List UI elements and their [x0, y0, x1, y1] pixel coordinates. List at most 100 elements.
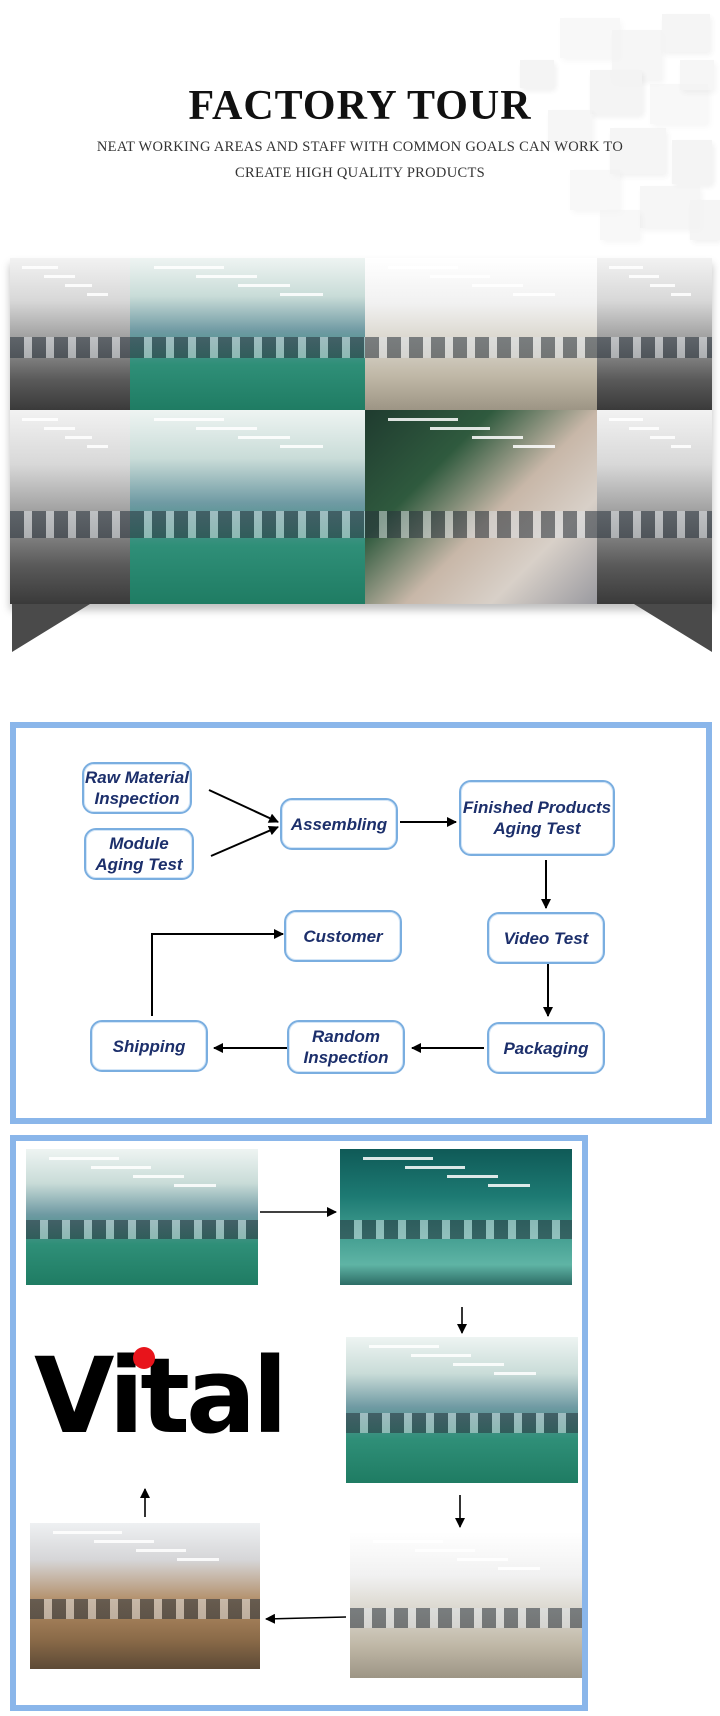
flow-arrows [151, 789, 553, 1053]
photo-light-fixture [153, 418, 224, 421]
ribbon-fold-left [12, 604, 90, 652]
photo-assembly-hall-grayscale [10, 258, 130, 410]
photo-light-fixture [446, 1175, 498, 1178]
production-process-section: Vital [10, 1135, 588, 1711]
photo-light-fixture [494, 1372, 537, 1375]
photo-light-fixture [629, 275, 660, 278]
photo-light-fixture [22, 266, 58, 269]
photo-workbench-row [346, 1412, 578, 1434]
photo-light-fixture [410, 1354, 472, 1357]
process-arrow-left [265, 1613, 347, 1624]
photo-workbench-row [597, 337, 712, 359]
photo-light-fixture [373, 1540, 443, 1543]
factory-photo-gallery [10, 258, 712, 604]
brand-logo-text: Vital [34, 1335, 288, 1457]
photo-workbench-row [10, 337, 130, 359]
photo-light-fixture [471, 284, 523, 287]
photo-light-fixture [153, 266, 224, 269]
photo-light-fixture [43, 427, 75, 430]
photo-light-fixture [649, 284, 676, 287]
photo-cleanroom-staff-grayscale [597, 410, 712, 604]
process-arrows [140, 1207, 467, 1624]
process-photo-packing-room [30, 1523, 260, 1669]
ribbon-fold-right [634, 604, 712, 652]
photo-workbench-row [130, 337, 365, 359]
page-title: FACTORY TOUR [188, 83, 532, 129]
photo-light-fixture [429, 427, 491, 430]
photo-smt-production-floor [365, 258, 597, 410]
process-photo-aging-racks [340, 1149, 572, 1285]
flow-node-module-aging-test: Module Aging Test [84, 828, 194, 880]
decorative-block [662, 14, 710, 52]
photo-workbench-row [350, 1607, 582, 1629]
flow-node-video-test: Video Test [487, 912, 605, 964]
photo-workbench-row [365, 510, 597, 539]
decorative-block [560, 18, 620, 58]
photo-workbench-row [365, 337, 597, 359]
photo-light-fixture [488, 1184, 531, 1187]
photo-light-fixture [388, 418, 458, 421]
photo-workbench-row [130, 510, 365, 539]
flow-node-random-inspection: Random Inspection [287, 1020, 405, 1074]
photo-light-fixture [177, 1558, 219, 1561]
flow-node-packaging: Packaging [487, 1022, 605, 1074]
photo-light-fixture [280, 445, 323, 448]
photo-light-fixture [238, 284, 290, 287]
brand-logo-red-dot [133, 1347, 155, 1369]
photo-machine-line-grayscale [597, 258, 712, 410]
photo-light-fixture [513, 445, 556, 448]
flow-node-customer: Customer [284, 910, 402, 962]
arrow-module-to-assembling [210, 825, 279, 857]
photo-light-fixture [53, 1531, 122, 1534]
photo-light-fixture [280, 293, 323, 296]
photo-light-fixture [513, 293, 556, 296]
photo-light-fixture [670, 293, 692, 296]
decorative-block [570, 170, 620, 210]
page-subtitle: NEAT WORKING AREAS AND STAFF WITH COMMON… [96, 139, 624, 181]
quality-flow-chart: Raw Material Inspection Module Aging Tes… [10, 722, 712, 1124]
photo-light-fixture [195, 275, 257, 278]
photo-light-fixture [49, 1157, 119, 1160]
decorative-block [548, 110, 592, 146]
decorative-block [590, 70, 642, 114]
photo-light-fixture [429, 275, 491, 278]
photo-light-fixture [498, 1567, 541, 1570]
photo-light-fixture [471, 436, 523, 439]
flow-node-assembling: Assembling [280, 798, 398, 850]
photo-workbench-row [597, 510, 712, 539]
decorative-block [520, 60, 554, 88]
photo-workbench-row [340, 1219, 572, 1239]
photo-light-fixture [65, 284, 92, 287]
photo-light-fixture [132, 1175, 184, 1178]
photo-workbench-row [26, 1219, 258, 1239]
photo-light-fixture [94, 1540, 155, 1543]
decorative-block [600, 210, 640, 240]
decorative-block [610, 128, 666, 174]
flow-node-shipping: Shipping [90, 1020, 208, 1072]
photo-light-fixture [90, 1166, 152, 1169]
photo-light-fixture [65, 436, 92, 439]
photo-light-fixture [608, 266, 643, 269]
vital-brand-logo: Vital [34, 1335, 288, 1457]
flow-node-raw-material-inspection: Raw Material Inspection [82, 762, 192, 814]
photo-light-fixture [86, 293, 109, 296]
photo-workers-at-benches [130, 258, 365, 410]
photo-light-fixture [388, 266, 458, 269]
photo-smt-machines [130, 410, 365, 604]
arrow-raw-to-assembling [208, 789, 279, 823]
photo-equipment-room-grayscale [10, 410, 130, 604]
decorative-block [680, 60, 714, 90]
photo-light-fixture [404, 1166, 466, 1169]
flow-node-finished-products-aging-test: Finished Products Aging Test [459, 780, 615, 856]
photo-light-fixture [414, 1549, 476, 1552]
photo-light-fixture [43, 275, 75, 278]
photo-light-fixture [22, 418, 58, 421]
photo-light-fixture [456, 1558, 508, 1561]
photo-light-fixture [195, 427, 257, 430]
decorative-block [672, 140, 712, 184]
process-photo-assembly-line [26, 1149, 258, 1285]
photo-light-fixture [452, 1363, 504, 1366]
photo-light-fixture [174, 1184, 217, 1187]
photo-light-fixture [649, 436, 676, 439]
photo-light-fixture [670, 445, 692, 448]
